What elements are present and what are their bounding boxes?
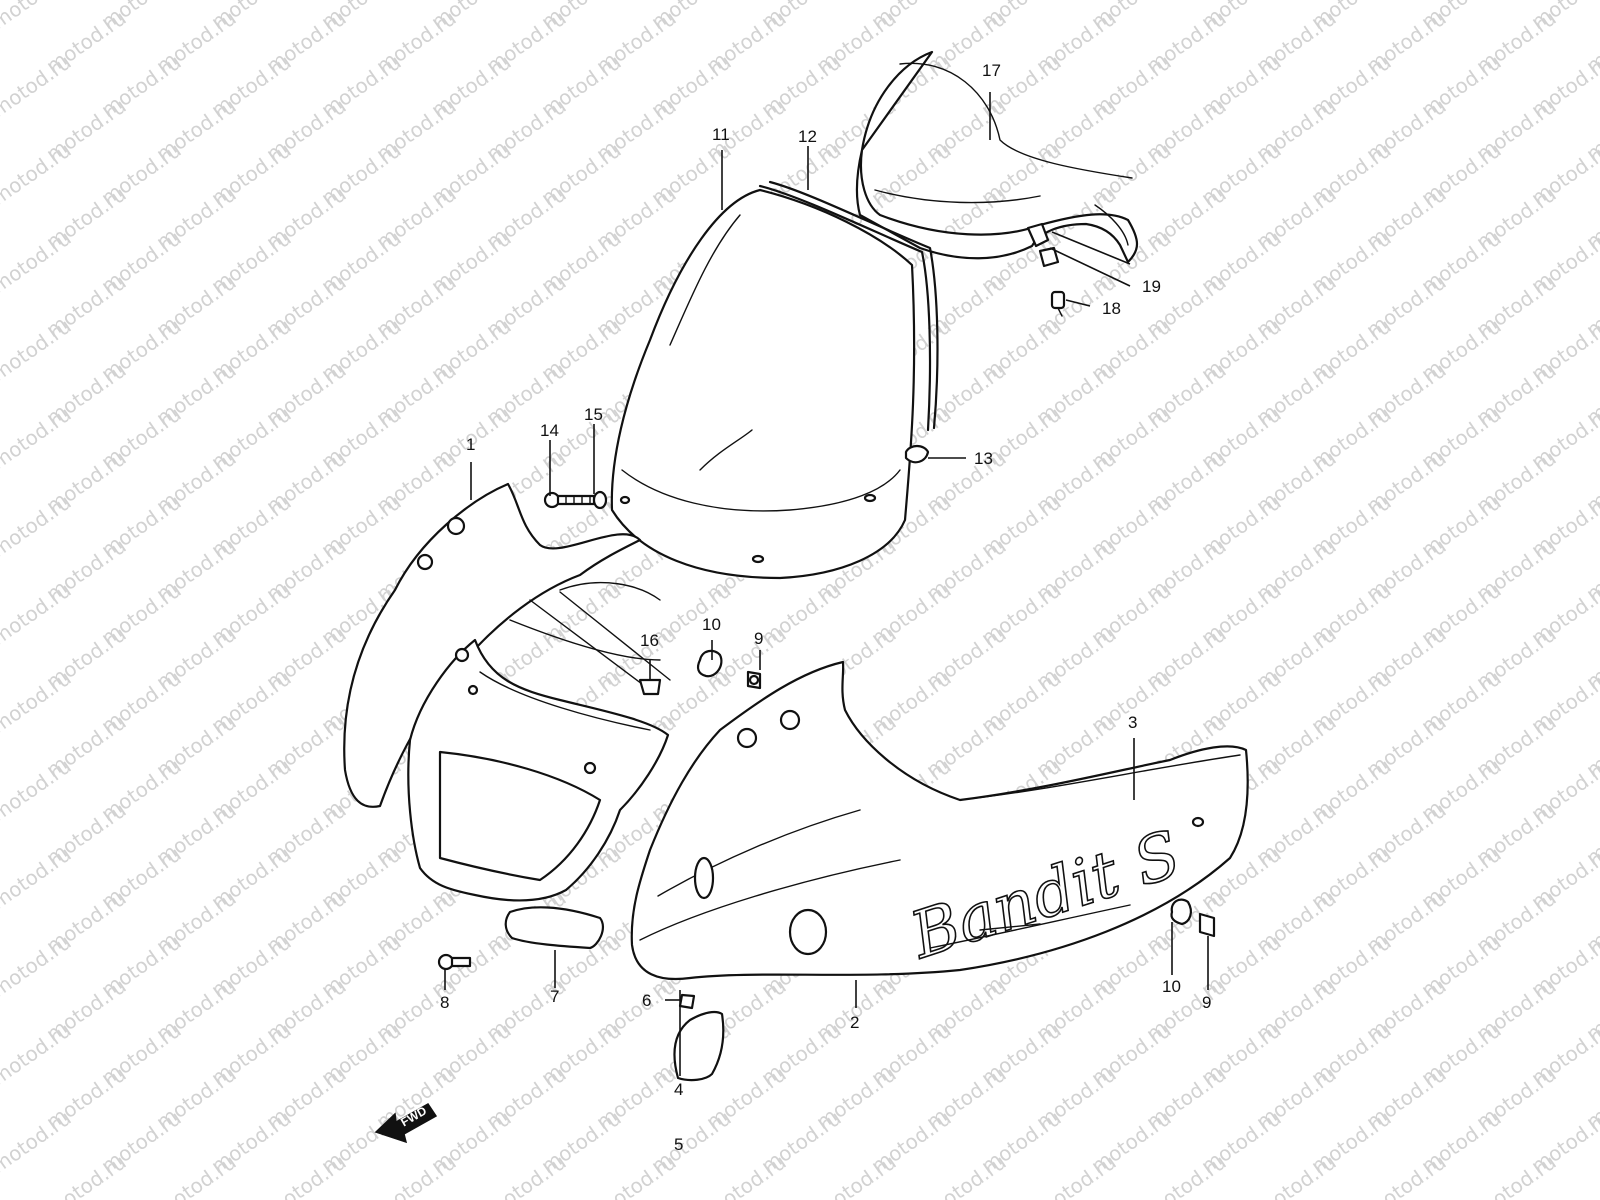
watermark-text: motod.ru [0, 314, 76, 386]
watermark-text: motod.ru [922, 1150, 1011, 1200]
part-4-5-panel[interactable] [673, 1010, 725, 1082]
watermark-text: motod.ru [262, 1150, 351, 1200]
watermark-text: motod.ru [702, 1150, 791, 1200]
part-18-bolt[interactable] [1050, 290, 1066, 317]
watermark-text: motod.ru [1142, 1150, 1231, 1200]
watermark-text: motod.ru [1252, 1150, 1341, 1200]
watermark-text: motod.ru [592, 1150, 681, 1200]
part-10-cushion-lower[interactable] [1170, 898, 1192, 926]
callout-1: 1 [466, 435, 475, 454]
watermark-text: motod.ru [0, 754, 76, 826]
callout-13: 13 [974, 449, 993, 468]
callout-7: 7 [550, 987, 559, 1006]
watermark-text: motod.ru [0, 226, 76, 298]
watermark-text: motod.ru [0, 138, 76, 210]
callout-6: 6 [642, 991, 651, 1010]
callout-4: 4 [674, 1080, 683, 1099]
callout-labels: 1 2 3 4 5 6 7 8 9 9 10 10 11 12 13 14 15… [440, 61, 1211, 1154]
callout-9-lower: 9 [1202, 993, 1211, 1012]
callout-18: 18 [1102, 299, 1121, 318]
callout-19: 19 [1142, 277, 1161, 296]
part-19-clip-nut[interactable] [1026, 222, 1060, 268]
watermark-text: motod.ru [0, 402, 76, 474]
watermark-text: motod.ru [0, 490, 76, 562]
part-3-side-panel[interactable] [929, 754, 1241, 949]
callout-16: 16 [640, 631, 659, 650]
part-14-screw[interactable] [543, 491, 596, 509]
watermark-text: motod.ru [0, 0, 76, 34]
part-15-washer[interactable] [592, 490, 608, 510]
callout-14: 14 [540, 421, 559, 440]
watermark-text: motod.ru [0, 578, 76, 650]
callout-8: 8 [440, 993, 449, 1012]
callout-2: 2 [850, 1013, 859, 1032]
watermark-text: motod.ru [0, 666, 76, 738]
part-2-under-cowling[interactable] [630, 660, 1249, 981]
watermark-text: motod.ru [1472, 1150, 1561, 1200]
callout-3: 3 [1128, 713, 1137, 732]
part-1-upper-cowling[interactable] [343, 482, 671, 902]
watermark-text: motod.ru [0, 50, 76, 122]
watermark-text: motod.ru [152, 1150, 241, 1200]
part-6-screw[interactable] [678, 993, 696, 1010]
watermark-text: motod.ru [1582, 1150, 1600, 1200]
part-7-bracket[interactable] [504, 906, 605, 950]
watermark-text: motod.ru [0, 930, 76, 1002]
part-9-screw-upper[interactable] [746, 670, 762, 690]
watermark-text: motod.ru [812, 1150, 901, 1200]
part-10-cushion-upper[interactable] [696, 649, 723, 678]
part-13-grommet[interactable] [904, 444, 930, 464]
callout-5: 5 [674, 1135, 683, 1154]
callout-10-lower: 10 [1162, 977, 1181, 996]
part-9-screw-lower[interactable] [1198, 912, 1216, 938]
callout-9-upper: 9 [754, 629, 763, 648]
leader-lines [444, 92, 1209, 1076]
watermark-text: motod.ru [0, 1018, 76, 1090]
callout-17: 17 [982, 61, 1001, 80]
watermark-text: motod.ru [1362, 1150, 1451, 1200]
part-12-windscreen-trim[interactable] [758, 180, 939, 432]
part-16-fastener[interactable] [638, 678, 662, 696]
watermark-text: motod.ru [482, 1150, 571, 1200]
callout-11: 11 [712, 125, 730, 144]
part-8-bolt[interactable] [437, 953, 472, 971]
watermark-text: motod.ru [0, 1106, 76, 1178]
watermark-text: motod.ru [0, 842, 76, 914]
watermark-text: motod.ru [1032, 1150, 1121, 1200]
callout-12: 12 [798, 127, 817, 146]
watermark-text: motod.ru [372, 1150, 461, 1200]
callout-15: 15 [584, 405, 603, 424]
watermark-text: motod.ru [42, 1150, 131, 1200]
part-17-meter-cover[interactable] [855, 50, 1139, 264]
part-11-windscreen[interactable] [610, 188, 916, 580]
callout-10-upper: 10 [702, 615, 721, 634]
